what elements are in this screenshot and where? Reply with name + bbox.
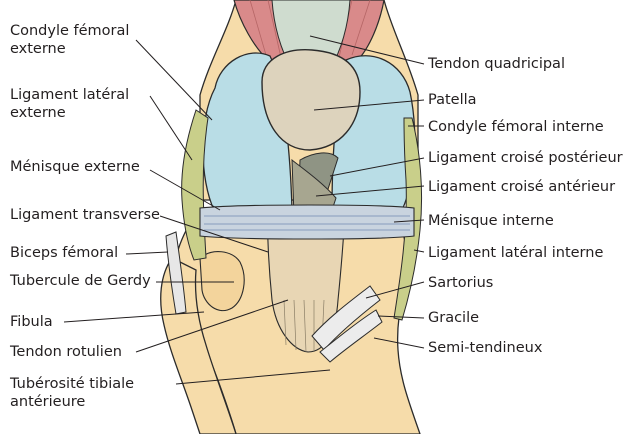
leader-menisque-externe bbox=[150, 170, 220, 210]
label-semi-tendineux: Semi-tendineux bbox=[428, 339, 542, 357]
leader-tuberosite-tibiale bbox=[176, 370, 330, 384]
leader-sartorius bbox=[366, 282, 424, 298]
leader-ligament-transverse bbox=[160, 216, 268, 252]
leader-ligament-lateral-interne bbox=[414, 250, 424, 252]
label-ligament-lateral-externe-line1: Ligament latéral bbox=[10, 86, 129, 104]
leader-lca bbox=[316, 186, 424, 196]
label-tendon-rotulien: Tendon rotulien bbox=[10, 343, 122, 361]
leader-tendon-quadricipal bbox=[310, 36, 424, 64]
label-ligament-croise-posterieur: Ligament croisé postérieur bbox=[428, 149, 623, 167]
leader-gracile bbox=[378, 316, 424, 318]
label-gracile: Gracile bbox=[428, 309, 479, 327]
label-ligament-lateral-interne: Ligament latéral interne bbox=[428, 244, 603, 262]
leader-condyle-externe bbox=[136, 40, 212, 120]
leader-semi-tendineux bbox=[374, 338, 424, 348]
leader-tendon-rotulien bbox=[136, 300, 288, 352]
label-sartorius: Sartorius bbox=[428, 274, 493, 292]
label-tuberosite-tibiale: Tubérosité tibiale antérieure bbox=[10, 375, 134, 411]
label-biceps-femoral: Biceps fémoral bbox=[10, 244, 118, 262]
label-menisque-externe: Ménisque externe bbox=[10, 158, 140, 176]
leader-patella bbox=[314, 100, 424, 110]
label-condyle-femoral-externe-line2: externe bbox=[10, 40, 129, 58]
label-ligament-croise-anterieur: Ligament croisé antérieur bbox=[428, 178, 615, 196]
label-menisque-interne: Ménisque interne bbox=[428, 212, 554, 230]
label-ligament-lateral-externe: Ligament latéral externe bbox=[10, 86, 129, 122]
leader-biceps-femoral bbox=[126, 252, 168, 254]
label-tuberosite-tibiale-line2: antérieure bbox=[10, 393, 134, 411]
label-tendon-quadricipal: Tendon quadricipal bbox=[428, 55, 565, 73]
leader-menisque-interne bbox=[394, 220, 424, 222]
label-ligament-transverse: Ligament transverse bbox=[10, 206, 160, 224]
label-condyle-femoral-externe-line1: Condyle fémoral bbox=[10, 22, 129, 40]
leader-fibula bbox=[64, 312, 204, 322]
leader-ligament-lateral-externe bbox=[150, 96, 192, 160]
leader-lcp bbox=[330, 158, 424, 176]
label-ligament-lateral-externe-line2: externe bbox=[10, 104, 129, 122]
label-condyle-femoral-interne: Condyle fémoral interne bbox=[428, 118, 604, 136]
label-fibula: Fibula bbox=[10, 313, 53, 331]
label-tuberosite-tibiale-line1: Tubérosité tibiale bbox=[10, 375, 134, 393]
label-tubercule-gerdy: Tubercule de Gerdy bbox=[10, 272, 151, 290]
label-condyle-femoral-externe: Condyle fémoral externe bbox=[10, 22, 129, 58]
label-patella: Patella bbox=[428, 91, 477, 109]
